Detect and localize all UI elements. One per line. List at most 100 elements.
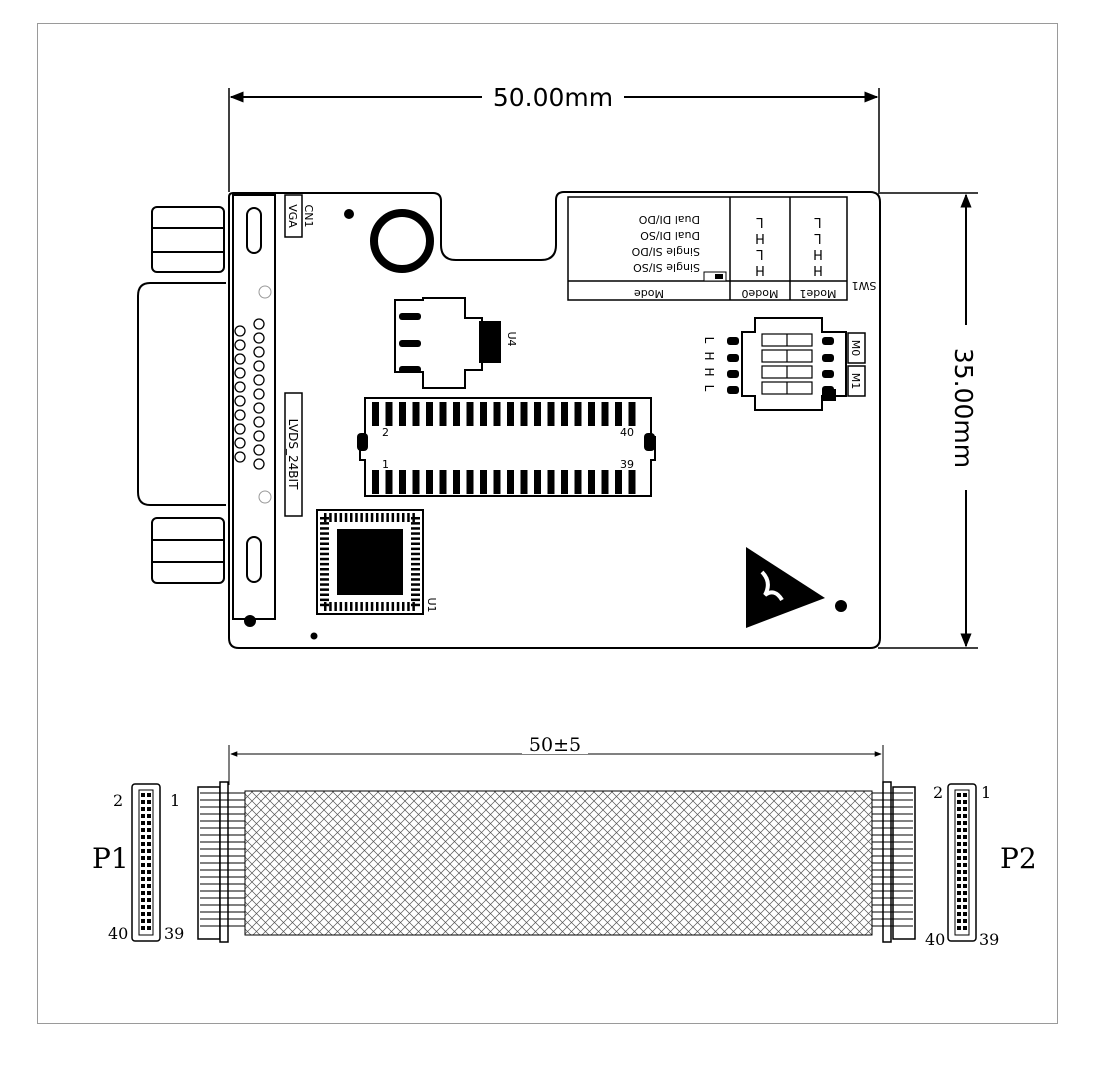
mode-table-header-mode: Mode xyxy=(634,287,664,300)
connector-pin xyxy=(147,821,151,825)
p2-pin-1-label: 1 xyxy=(981,783,991,802)
connector-pin xyxy=(141,800,145,804)
connector-pad xyxy=(466,470,474,494)
cable-dimension: 50±5 xyxy=(228,734,884,785)
qfp-pin xyxy=(334,602,337,611)
mode-row-3-mode0: H xyxy=(755,230,765,245)
qfp-pin xyxy=(370,602,374,611)
flat-cable xyxy=(244,790,873,936)
qfp-pin xyxy=(411,557,420,561)
qfp-pin xyxy=(344,513,348,522)
connector-pad xyxy=(480,470,487,494)
qfp-pin xyxy=(350,602,353,611)
connector-pin xyxy=(141,905,145,909)
connector-pad xyxy=(372,402,379,426)
u4-label: U4 xyxy=(505,331,518,346)
connector-pin xyxy=(957,835,961,839)
qfp-pin xyxy=(396,513,400,522)
p2-pin-39-label: 39 xyxy=(979,930,999,949)
qfp-pin xyxy=(411,578,420,581)
connector-pad xyxy=(399,470,406,494)
connector-pad xyxy=(480,402,487,426)
connector-pad xyxy=(453,402,460,426)
qfp-pin xyxy=(407,513,410,522)
connector-pin xyxy=(957,863,961,867)
connector-pad xyxy=(507,402,514,426)
qfp-pin xyxy=(344,602,348,611)
flange-slot-top xyxy=(246,207,262,254)
switch-level-3: H xyxy=(702,367,716,376)
connector-pad xyxy=(412,402,420,426)
mode-row-1-mode0: H xyxy=(755,262,765,277)
connector-pad xyxy=(615,402,622,426)
connector-pad xyxy=(534,470,541,494)
qfp-pin xyxy=(350,513,353,522)
cable-crimp-left xyxy=(197,781,245,943)
qfp-pin xyxy=(329,513,332,522)
connector-pin xyxy=(147,926,151,930)
mode-row-3-mode1: L xyxy=(814,230,822,245)
connector-pin xyxy=(957,842,961,846)
connector-pin xyxy=(147,919,151,923)
connector-pad xyxy=(561,402,568,426)
qfp-pin xyxy=(355,513,358,522)
qfp-pin xyxy=(320,603,329,607)
qfp-pin xyxy=(320,537,329,540)
mode-row-4-mode0: L xyxy=(756,214,764,229)
connector-pin xyxy=(963,870,967,874)
switch-level-1: L xyxy=(702,337,716,344)
p2-pin-2-label: 2 xyxy=(933,783,943,802)
connector-pad xyxy=(520,470,528,494)
connector-pad xyxy=(534,402,541,426)
u1-label: U1 xyxy=(425,597,438,612)
qfp-pin xyxy=(365,513,369,522)
connector-pin xyxy=(147,800,151,804)
connector-pin xyxy=(963,828,967,832)
connector-pin xyxy=(141,828,145,832)
qfp-pin xyxy=(320,598,329,602)
connector-pin xyxy=(147,828,151,832)
mode-row-4-name: Dual DI/DO xyxy=(638,213,700,226)
qfp-pin xyxy=(386,513,389,522)
qfp-pin xyxy=(391,513,395,522)
qfp-pin xyxy=(320,532,329,535)
connector-pin xyxy=(141,912,145,916)
mode-row-1-name: Single SI/SO xyxy=(633,261,700,274)
height-dimension: 35.00mm xyxy=(878,192,978,649)
connector-pin xyxy=(147,856,151,860)
p1-pin-39-label: 39 xyxy=(164,924,184,943)
qfp-pin xyxy=(320,517,329,520)
qfp-pin xyxy=(334,513,337,522)
qfp-pin xyxy=(360,513,363,522)
mode-row-2-name: Single SI/DO xyxy=(631,245,700,258)
connector-pin xyxy=(957,856,961,860)
qfp-pin xyxy=(320,542,329,545)
connector-pad xyxy=(399,402,406,426)
qfp-pin xyxy=(411,552,420,556)
connector-pad xyxy=(561,470,568,494)
connector-pin xyxy=(141,821,145,825)
qfp-pin xyxy=(320,578,329,581)
width-dimension: 50.00mm xyxy=(228,83,880,192)
qfp-pin xyxy=(411,547,420,551)
connector-pad xyxy=(588,402,595,426)
connector-pad xyxy=(628,402,636,426)
connector-pin xyxy=(957,891,961,895)
connector-pin xyxy=(963,884,967,888)
connector-pad xyxy=(547,470,555,494)
qfp-pin xyxy=(320,527,329,530)
qfp-pin xyxy=(386,602,389,611)
qfp-pin xyxy=(320,522,329,525)
connector-pin xyxy=(957,800,961,804)
connector-pin xyxy=(963,849,967,853)
p1-pin-40-label: 40 xyxy=(108,924,128,943)
lvds-label: LVDS_24BIT xyxy=(286,419,300,490)
u1-chip: U1 xyxy=(316,509,438,615)
mode-table: Mode Mode0 Mode1 Single SI/SO Single SI/… xyxy=(567,196,876,301)
qfp-pin xyxy=(339,513,343,522)
qfp-pin xyxy=(402,602,405,611)
connector-pin xyxy=(963,926,967,930)
connector-pin-40-label: 40 xyxy=(620,426,634,439)
connector-pad xyxy=(372,470,379,494)
connector-pad xyxy=(453,470,460,494)
